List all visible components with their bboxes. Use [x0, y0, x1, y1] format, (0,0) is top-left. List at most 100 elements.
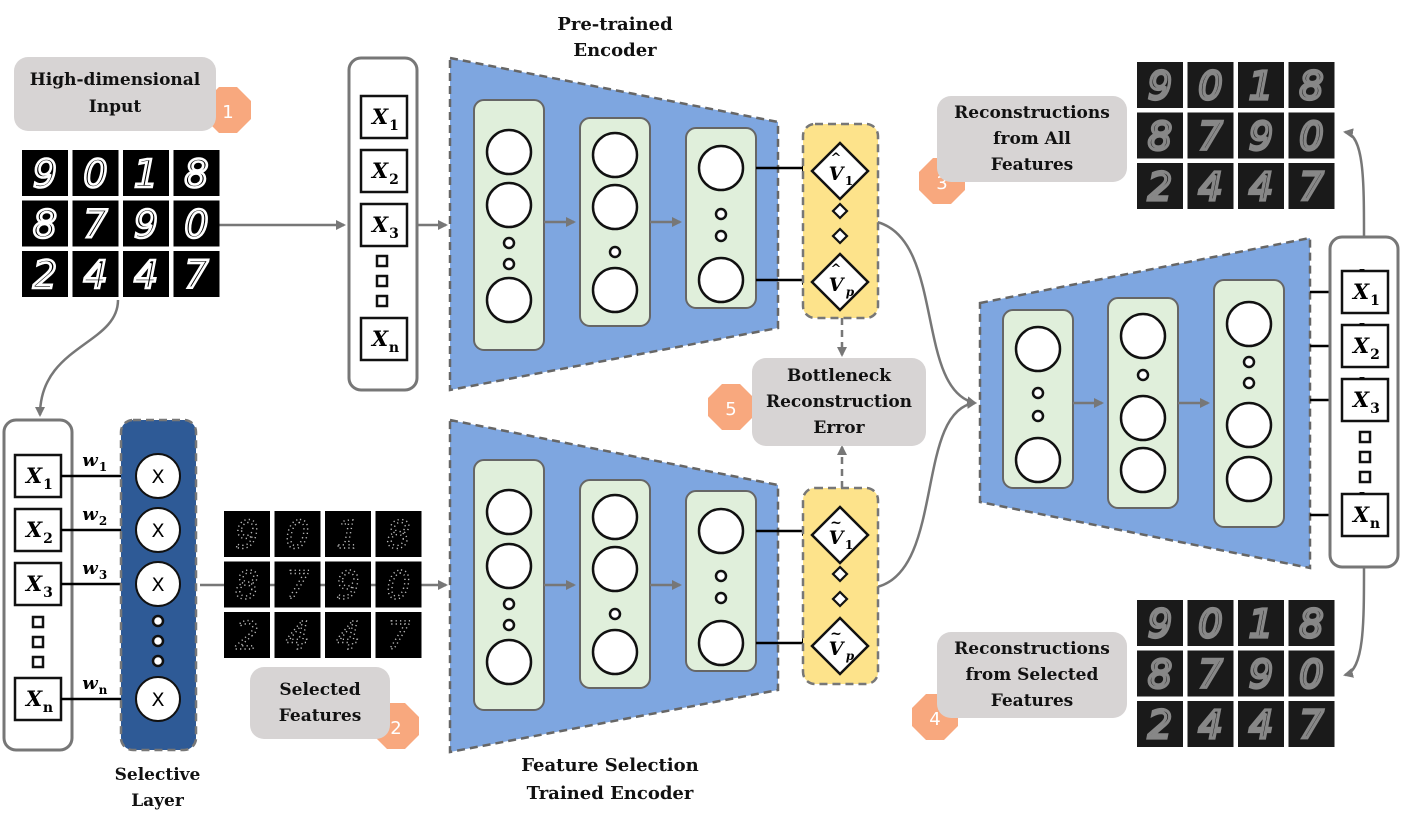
- input-var-x3-label: X: [370, 212, 389, 237]
- svg-text:0: 0: [1299, 652, 1323, 696]
- svg-text:n: n: [99, 683, 108, 697]
- recon-all-digit-9: 2: [1137, 163, 1183, 210]
- weight-connections: w 1 w 2 w 3 w n: [61, 450, 134, 704]
- input-digit-1: 9: [22, 150, 68, 197]
- output-ellipsis: [1358, 430, 1372, 484]
- svg-text:9: 9: [1148, 602, 1172, 646]
- output-x1: X ¯ 1: [1340, 266, 1390, 315]
- input-var-xn: X n: [359, 316, 409, 362]
- recon-all-digit-2: 0: [1187, 62, 1234, 109]
- sel-input-x1-subscript: 1: [43, 477, 53, 493]
- recon-selected-digit-3: 1: [1238, 600, 1284, 647]
- selected-digit-7: 9: [325, 561, 371, 608]
- recon-selected-digit-2: 0: [1187, 600, 1234, 647]
- arrow-bottom-bottleneck-to-decoder: [876, 398, 977, 589]
- sel-input-x3-label: X: [24, 571, 43, 596]
- selected-digit-11: 4: [325, 612, 371, 658]
- svg-text:8: 8: [184, 152, 208, 196]
- sel-input-x1: X 1: [13, 453, 63, 499]
- svg-text:3: 3: [99, 568, 107, 582]
- output-x2: X ¯ 2: [1340, 320, 1390, 369]
- input-variable-stack: X 1 X 2 X 3 X n: [347, 56, 419, 392]
- output-x1-label: X: [1351, 279, 1370, 304]
- input-digit-8: 0: [173, 200, 220, 248]
- arrow-out-to-recon-all: [1343, 128, 1366, 238]
- input-var-x1-subscript: 1: [389, 118, 399, 134]
- recon-selected-digit-7: 9: [1238, 650, 1284, 698]
- selected-digit-2: 0: [274, 511, 321, 557]
- svg-text:X: X: [151, 520, 164, 542]
- output-x1-accent: ¯: [1358, 266, 1366, 285]
- svg-text:7: 7: [1198, 652, 1222, 696]
- recon-selected-digit-12: 7: [1288, 701, 1335, 748]
- svg-text:4: 4: [929, 709, 940, 730]
- input-digit-12: 7: [173, 251, 220, 298]
- svg-text:7: 7: [1198, 114, 1222, 158]
- fs-encoder: [448, 418, 812, 754]
- selector-node-1: X: [135, 453, 181, 499]
- input-digit-9: 2: [22, 251, 68, 298]
- arrow-top-bottleneck-to-decoder: [876, 220, 977, 407]
- bottleneck-top-vp-subscript: p: [846, 285, 855, 299]
- callout-bottleneck-error: Bottleneck Reconstruction Error: [752, 358, 926, 446]
- svg-text:7: 7: [285, 563, 309, 607]
- label-pretrained-encoder: Pre-trained Encoder: [557, 14, 673, 61]
- svg-text:2: 2: [33, 253, 57, 297]
- recon-all-digit-1: 9: [1137, 62, 1183, 109]
- recon-selected-digit-4: 8: [1288, 600, 1335, 647]
- recon-selected-digit-6: 7: [1187, 650, 1234, 698]
- input-var-xn-label: X: [370, 326, 389, 351]
- bottleneck-bottom-v1-label: V: [829, 527, 846, 549]
- svg-text:9: 9: [33, 152, 57, 196]
- svg-text:1: 1: [1249, 64, 1273, 108]
- output-x2-accent: ¯: [1358, 320, 1366, 339]
- selected-digit-4: 8: [375, 511, 422, 557]
- input-digit-3: 1: [123, 150, 169, 197]
- selected-digit-12: 7: [375, 612, 422, 658]
- svg-text:1: 1: [99, 460, 107, 474]
- recon-selected-digit-8: 0: [1288, 650, 1335, 698]
- fs-layer-2: [579, 479, 651, 689]
- bottleneck-top-vp: V ^ p: [810, 252, 870, 312]
- svg-text:8: 8: [235, 563, 259, 607]
- pretrained-layer-1: [473, 99, 545, 351]
- recon-all-digit-8: 0: [1288, 112, 1335, 160]
- output-x2-label: X: [1351, 333, 1370, 358]
- selected-digit-10: 4: [274, 612, 321, 658]
- svg-text:7: 7: [1299, 165, 1323, 209]
- svg-text:8: 8: [1299, 602, 1323, 646]
- decoder-layer-1: [1002, 309, 1074, 489]
- recon-selected-digit-11: 4: [1238, 701, 1284, 748]
- fs-layer-3: [685, 490, 757, 672]
- bottleneck-bottom-v1: V ~ 1: [810, 505, 870, 565]
- svg-text:8: 8: [33, 202, 57, 246]
- svg-text:w: w: [82, 673, 99, 694]
- input-var-x2: X 2: [359, 148, 409, 194]
- output-stack: X ¯ 1 X ¯ 2 X ¯ 3: [1310, 235, 1400, 569]
- selected-digit-8: 0: [375, 561, 422, 608]
- svg-text:w: w: [82, 450, 99, 471]
- input-digit-10: 4: [72, 251, 119, 298]
- callout-reconstructions-all: Reconstructions from All Features: [937, 96, 1127, 182]
- input-var-ellipsis: [375, 254, 389, 308]
- input-digit-11: 4: [123, 251, 169, 298]
- output-x2-subscript: 2: [1370, 347, 1380, 363]
- selected-digit-9: 2: [224, 612, 270, 658]
- recon-all-digit-5: 8: [1137, 112, 1183, 160]
- input-var-x2-subscript: 2: [389, 172, 399, 188]
- svg-text:9: 9: [235, 513, 259, 557]
- input-digit-4: 8: [173, 150, 220, 197]
- step-badge-1: 1: [205, 87, 251, 133]
- decoder-layer-2: [1107, 297, 1179, 509]
- bottleneck-top: V ^ 1 V ^ p: [801, 122, 880, 320]
- output-x3-label: X: [1351, 387, 1370, 412]
- selector-node-n: X: [135, 676, 181, 722]
- svg-text:8: 8: [1299, 64, 1323, 108]
- input-var-x2-label: X: [370, 158, 389, 183]
- svg-text:5: 5: [725, 399, 736, 420]
- bottleneck-bottom-vp-label: V: [829, 638, 846, 660]
- svg-text:w: w: [82, 558, 99, 579]
